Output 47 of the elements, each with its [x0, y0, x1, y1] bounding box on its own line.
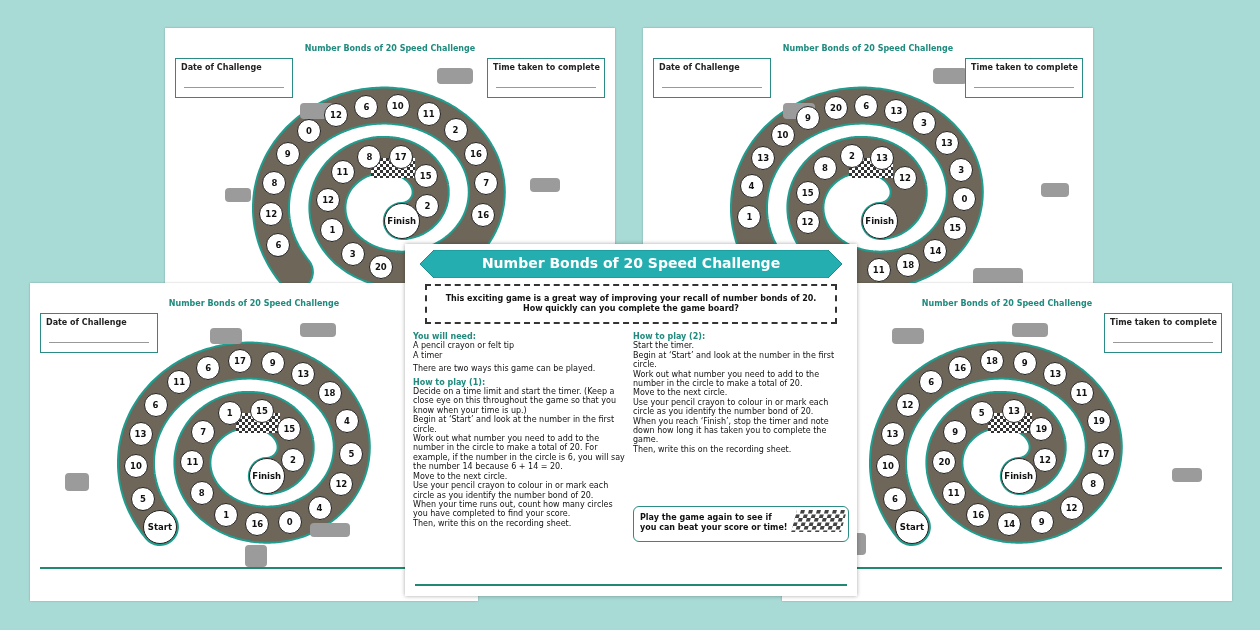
box-heading: Time taken to complete — [493, 63, 600, 72]
box-heading: Date of Challenge — [659, 63, 740, 72]
note-text: Play the game again to see if you can beat your score or time! — [640, 513, 789, 533]
title-banner — [420, 250, 842, 278]
section-heading: How to play (2): — [633, 332, 707, 342]
finish-circle: Finish — [1000, 458, 1037, 495]
date-box — [40, 313, 158, 353]
worksheet-title: Number Bonds of 20 Speed Challenge — [167, 299, 341, 308]
instruction-text: Then, write this on the recording sheet. — [413, 518, 573, 529]
finish-circle: Finish — [383, 203, 420, 240]
instruction-text: When your time runs out, count how many circles you have completed to find your score. — [413, 499, 614, 519]
instruction-text: Use your pencil crayon to colour in or mark each circle as you identify the number bond of 20. — [413, 481, 609, 500]
note-box — [633, 506, 849, 542]
box-heading: Time taken to complete — [971, 63, 1078, 72]
section-heading: How to play (1): — [413, 377, 486, 388]
banner-title: Number Bonds of 20 Speed Challenge — [480, 255, 782, 271]
time-box — [965, 58, 1083, 98]
box-heading: Date of Challenge — [46, 318, 127, 327]
box-heading: Date of Challenge — [181, 63, 262, 72]
instruction-sheet — [405, 244, 857, 596]
instruction-text: Begin at ‘Start’ and look at the number in the first circle. — [413, 415, 616, 434]
instruction-text: Begin at ‘Start’ and look at the number in the first circle. — [633, 350, 836, 370]
instruction-text: When you reach ‘Finish’, stop the timer and note down how long it has taken you to complete the game. — [633, 416, 830, 445]
time-box — [487, 58, 605, 98]
instruction-text: Move to the next circle. — [413, 471, 509, 481]
instruction-text: There are two ways this game can be played. — [413, 364, 597, 374]
dashed-box — [425, 284, 837, 324]
instruction-text: A pencil crayon or felt tip — [413, 341, 516, 351]
worksheet-title: Number Bonds of 20 Speed Challenge — [303, 44, 477, 53]
finish-circle: Finish — [861, 203, 898, 240]
section-heading: You will need: — [413, 332, 477, 341]
date-box — [175, 58, 293, 98]
date-box — [653, 58, 771, 98]
box-heading: Time taken to complete — [1110, 318, 1217, 327]
instruction-text: Decide on a time limit and start the timer. (Keep a close eye on this throughout the game so that you know when your time is up.) — [413, 387, 617, 416]
instruction-text: Work out what number you need to add to the number in the circle to make a total of 20. For example, if the number in the circle is 6, you will say the number 14 because 6 + 14 = 20. — [413, 434, 626, 472]
instruction-text: Use your pencil crayon to colour in or mark each circle as you identify the number bond of 20. — [633, 397, 830, 417]
instruction-text: Move to the next circle. — [633, 388, 729, 398]
intro-text: This exciting game is a great way of improving your recall of number bonds of 20. How quickly can you complete the game board? — [444, 294, 818, 314]
worksheet-title: Number Bonds of 20 Speed Challenge — [920, 299, 1094, 308]
instruction-text: Then, write this on the recording sheet. — [633, 444, 793, 455]
instruction-text: A timer — [413, 350, 443, 361]
worksheet-title: Number Bonds of 20 Speed Challenge — [781, 44, 955, 53]
instruction-text: Start the timer. — [633, 341, 695, 351]
time-box — [1104, 313, 1222, 353]
instruction-text: Work out what number you need to add to the number in the circle to make a total of 20. — [633, 369, 821, 389]
finish-circle: Finish — [248, 458, 285, 495]
